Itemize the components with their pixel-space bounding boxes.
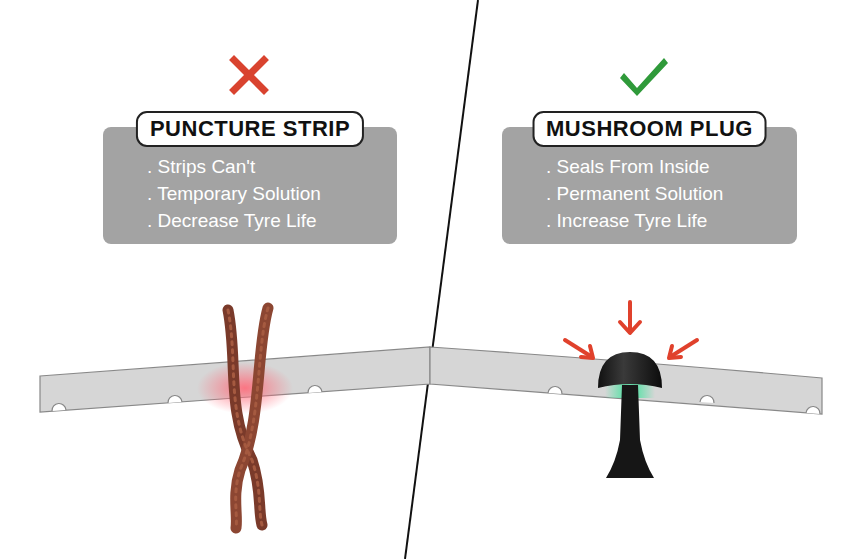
bullet-text: . Strips Can't — [147, 153, 385, 180]
divider-line — [405, 0, 478, 559]
bullet-text: . Seals From Inside — [546, 153, 785, 180]
bullet-text: . Decrease Tyre Life — [147, 207, 385, 234]
heading-pill: MUSHROOM PLUG — [532, 111, 767, 147]
bullet-text: . Increase Tyre Life — [546, 207, 785, 234]
pressure-arrow — [565, 302, 697, 358]
bullet-text: . Temporary Solution — [147, 180, 385, 207]
puncture-strip — [228, 308, 268, 528]
cross-mark — [234, 60, 264, 90]
heading-pill: PUNCTURE STRIP — [136, 111, 364, 147]
bullet-text: . Permanent Solution — [546, 180, 785, 207]
mushroom-plug — [598, 352, 662, 478]
leak-glow — [197, 362, 293, 414]
check-mark — [620, 58, 668, 96]
info-box: MUSHROOM PLUG. Seals From Inside. Perman… — [502, 127, 797, 244]
info-box: PUNCTURE STRIP. Strips Can't. Temporary … — [103, 127, 397, 244]
